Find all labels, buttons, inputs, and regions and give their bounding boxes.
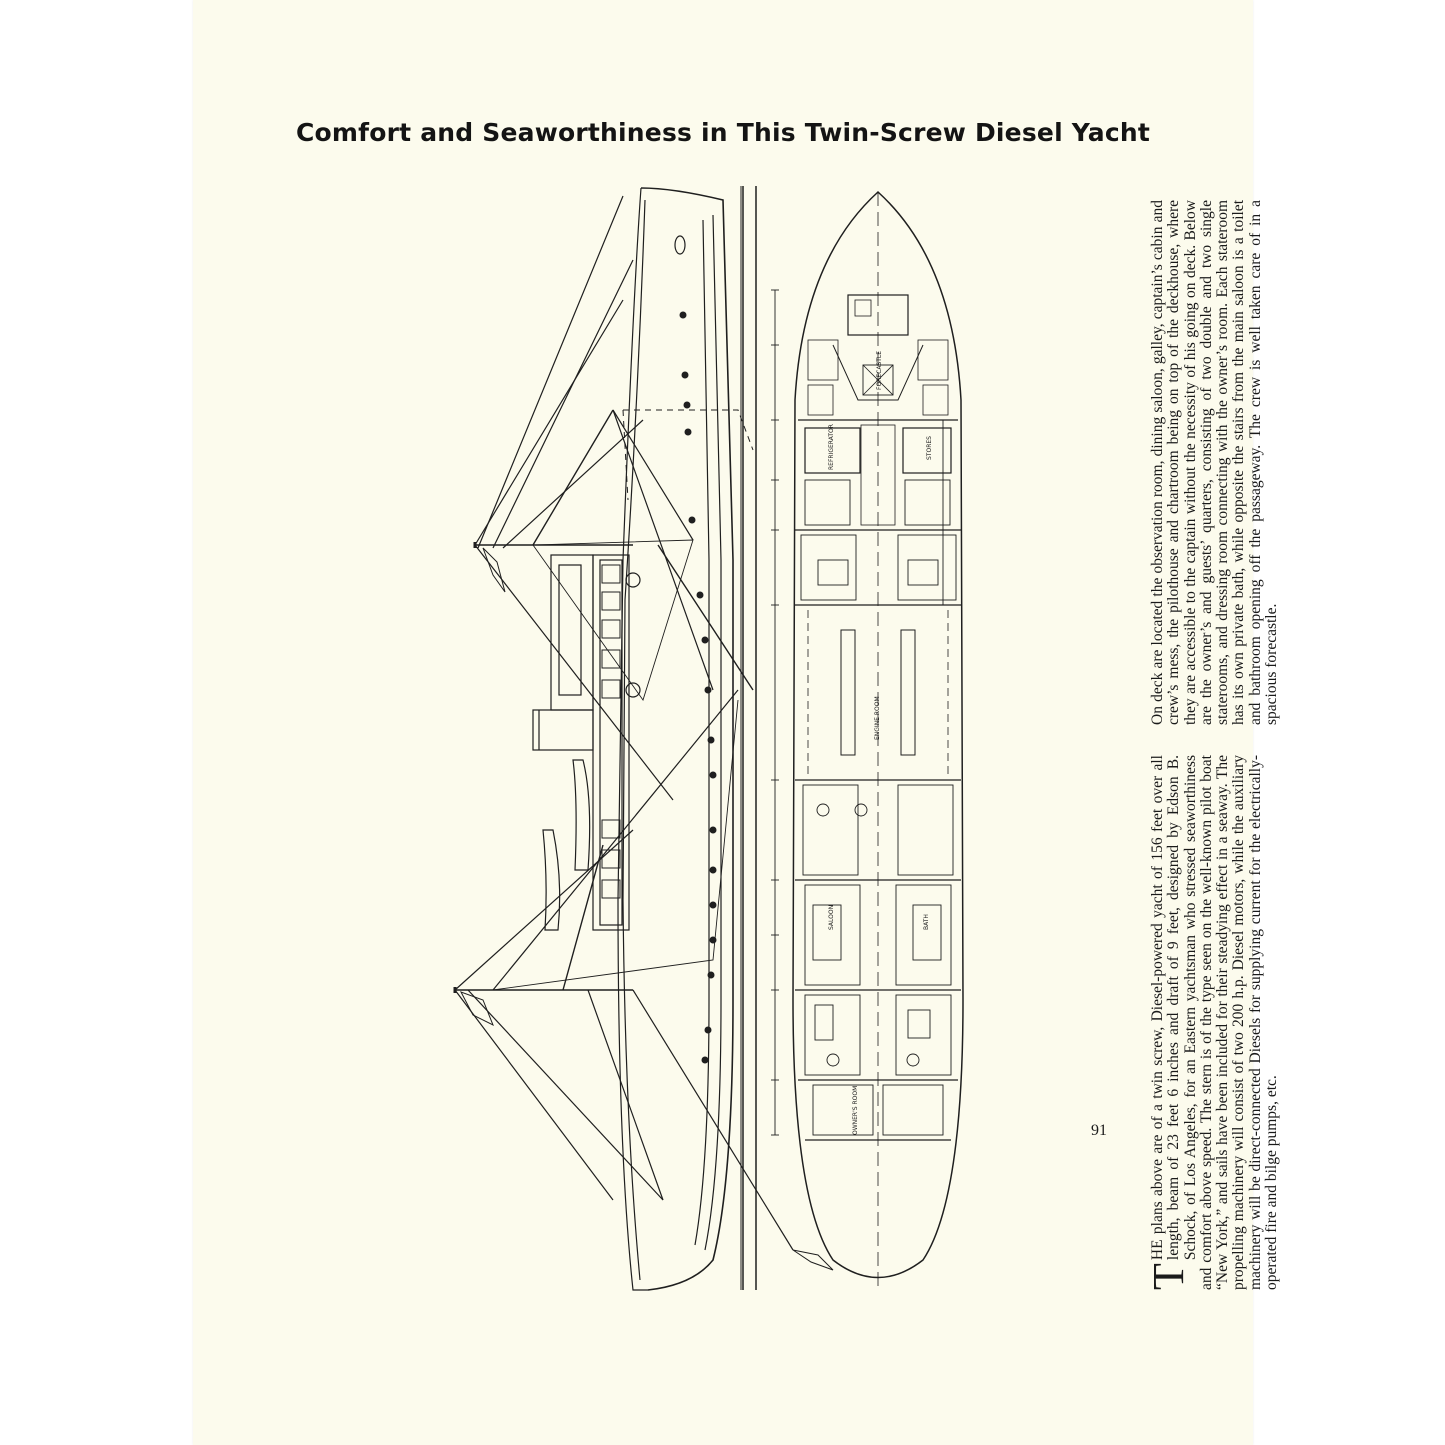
aft-staterooms xyxy=(802,784,954,1136)
deck-plan xyxy=(771,190,964,1290)
body-column-right: On deck are located the observation room… xyxy=(1149,200,1281,725)
label-owners-room: OWNER'S ROOM xyxy=(852,1086,859,1135)
plan-labels: ENGINE ROOM REFRIGERATOR STORES FORECAST… xyxy=(828,351,933,1135)
portholes xyxy=(679,311,717,1064)
label-forecastle: FORECASTLE xyxy=(876,351,883,390)
deck-description-paragraph: On deck are located the observation room… xyxy=(1149,200,1281,725)
deckhouse-windows xyxy=(601,564,621,899)
magazine-page: Comfort and Seaworthiness in This Twin-S… xyxy=(193,0,1280,1445)
label-bath: BATH xyxy=(923,914,930,930)
page-title: Comfort and Seaworthiness in This Twin-S… xyxy=(295,118,1150,147)
forward-staterooms xyxy=(800,534,957,601)
label-saloon: SALOON xyxy=(828,905,835,930)
bunks-forward xyxy=(807,339,949,416)
dimension-ticks xyxy=(771,289,779,1136)
intro-paragraph-text: HE plans above are of a twin screw, Dies… xyxy=(1149,755,1281,1290)
drop-cap: T xyxy=(1144,1263,1193,1290)
yacht-plans-drawing: ENGINE ROOM REFRIGERATOR STORES FORECAST… xyxy=(453,186,964,1291)
label-stores: STORES xyxy=(926,436,933,460)
side-elevation xyxy=(453,186,834,1291)
page-number: 91 xyxy=(1091,1122,1107,1139)
label-refrigerator: REFRIGERATOR xyxy=(828,424,835,470)
label-engine-room: ENGINE ROOM xyxy=(874,696,881,740)
bulkheads xyxy=(795,419,961,1141)
